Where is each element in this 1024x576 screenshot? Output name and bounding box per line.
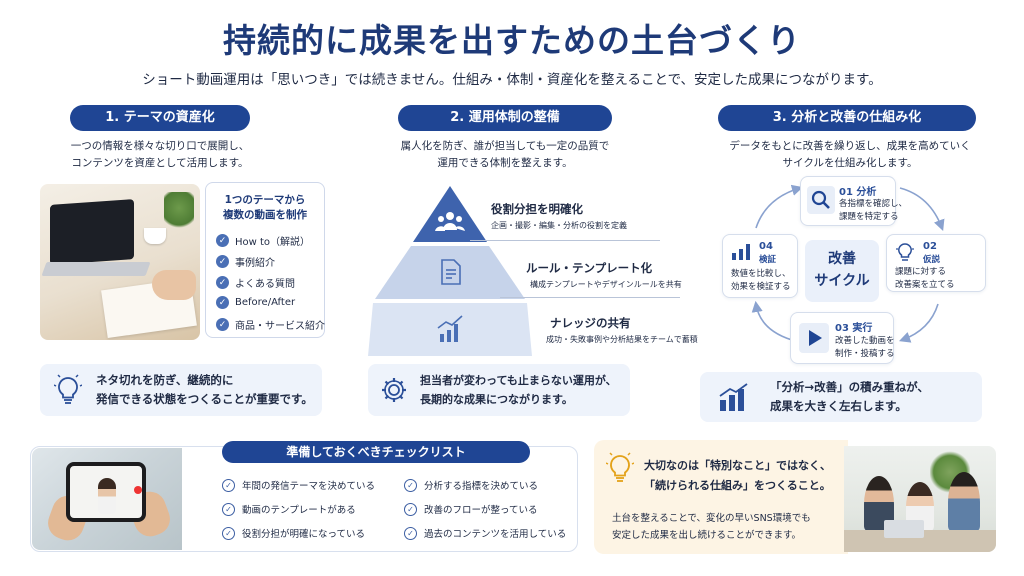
check-icon: ✓ <box>404 478 417 492</box>
theme-card-heading: 1つのテーマから複数の動画を制作 <box>223 194 307 221</box>
plant-image <box>164 192 194 232</box>
check-icon: ✓ <box>216 255 229 268</box>
check-icon: ✓ <box>404 526 417 540</box>
list-item: ✓事例紹介 <box>216 254 275 269</box>
gear-icon <box>382 378 406 402</box>
team-icon <box>435 212 465 231</box>
cycle-step-verify: 04 検証 数値を比較し、効果を検証する <box>722 234 798 298</box>
page-subtitle: ショート動画運用は「思いつき」では続きません。仕組み・体制・資産化を整えることで… <box>142 72 882 88</box>
section-heading-2: 2. 運用体制の整備 <box>398 105 612 131</box>
closing-lead: 大切なのは「特別なこと」ではなく、「続けられる仕組み」をつくること。 <box>644 459 831 492</box>
check-icon: ✓ <box>216 318 229 331</box>
check-icon: ✓ <box>222 526 235 540</box>
lightbulb-icon <box>606 452 634 482</box>
record-icon <box>134 486 142 494</box>
pyramid-label: ナレッジの共有 <box>550 316 631 330</box>
list-item: ✓過去のコンテンツを活用している <box>404 526 566 540</box>
section-desc-2: 属人化を防ぎ、誰が担当しても一定の品質で運用できる体制を整えます。 <box>400 140 610 169</box>
coffee-cup-image <box>144 228 166 244</box>
pyramid-sub: 構成テンプレートやデザインルールを共有 <box>530 280 682 289</box>
check-icon: ✓ <box>216 296 229 309</box>
pyramid-tier-middle <box>375 246 525 299</box>
list-item: ✓How to（解説） <box>216 233 310 248</box>
page-title: 持続的に成果を出すための土台づくり <box>223 21 801 60</box>
laptop-image <box>50 199 134 265</box>
theme-checklist-card: 1つのテーマから複数の動画を制作 ✓How to（解説） ✓事例紹介 ✓よくある… <box>205 182 325 338</box>
rising-bars-icon <box>719 383 748 411</box>
cycle-arrows <box>751 184 945 343</box>
check-icon: ✓ <box>222 478 235 492</box>
pyramid-label: ルール・テンプレート化 <box>526 261 653 275</box>
cycle-step-execute: 03 実行 改善した動画を制作・投稿する <box>790 312 895 364</box>
person-image <box>98 478 116 514</box>
section-heading-3: 3. 分析と改善の仕組み化 <box>718 105 976 131</box>
section-desc-3: データをもとに改善を繰り返し、成果を高めていくサイクルを仕組み化します。 <box>729 140 971 169</box>
section-note-2: 担当者が変わっても止まらない運用が、長期的な成果につながります。 <box>368 364 630 416</box>
growth-chart-icon <box>437 315 463 342</box>
cycle-center: 改善 サイクル <box>805 240 879 302</box>
idea-icon <box>896 243 914 261</box>
list-item: ✓役割分担が明確になっている <box>222 526 365 540</box>
list-item: ✓改善のフローが整っている <box>404 502 538 516</box>
divider <box>470 240 660 241</box>
cycle-step-hypothesis: 02 仮説 課題に対する改善案を立てる <box>886 234 986 292</box>
check-icon: ✓ <box>216 276 229 289</box>
team-meeting-photo <box>844 446 996 552</box>
pyramid-sub: 成功・失敗事例や分析結果をチームで蓄積 <box>546 335 698 344</box>
hand-image <box>152 270 196 300</box>
list-item: ✓よくある質問 <box>216 275 295 290</box>
closing-body: 土台を整えることで、変化の早いSNS環境でも安定した成果を出し続けることができま… <box>612 513 811 541</box>
list-item: ✓分析する指標を決めている <box>404 478 538 492</box>
check-icon: ✓ <box>222 502 235 516</box>
pyramid-sub: 企画・撮影・編集・分析の役割を定義 <box>491 221 627 230</box>
cycle-step-analyze: 01 分析 各指標を確認し、課題を特定する <box>800 176 907 226</box>
bar-chart-icon <box>732 244 750 260</box>
smartphone-recording-photo <box>32 448 182 550</box>
section-note-1: ネタ切れを防ぎ、継続的に発信できる状態をつくることが重要です。 <box>40 364 322 416</box>
desk-photo <box>40 184 200 340</box>
pyramid-label: 役割分担を明確化 <box>491 202 583 216</box>
section-heading-1: 1. テーマの資産化 <box>70 105 250 131</box>
checklist-heading: 準備しておくべきチェックリスト <box>222 441 530 463</box>
section-desc-1: 一つの情報を様々な切り口で展開し、コンテンツを資産として活用します。 <box>70 140 250 169</box>
document-icon <box>441 259 461 285</box>
role-pyramid <box>368 186 532 356</box>
list-item: ✓Before/After <box>216 296 295 309</box>
smartphone-image <box>66 462 146 522</box>
person-image <box>948 472 980 532</box>
check-icon: ✓ <box>404 502 417 516</box>
list-item: ✓動画のテンプレートがある <box>222 502 356 516</box>
laptop-image <box>884 520 924 538</box>
pyramid-tier-bottom <box>368 303 532 356</box>
laptop-base <box>41 262 151 276</box>
check-icon: ✓ <box>216 234 229 247</box>
lightbulb-icon <box>54 374 82 404</box>
list-item: ✓年間の発信テーマを決めている <box>222 478 375 492</box>
play-icon <box>799 323 829 353</box>
closing-message-box <box>594 440 848 554</box>
magnifier-icon <box>807 186 835 214</box>
table-image <box>844 530 996 552</box>
list-item: ✓商品・サービス紹介 <box>216 317 325 332</box>
section-note-3: 「分析→改善」の積み重ねが、成果を大きく左右します。 <box>700 372 982 422</box>
divider <box>500 297 680 298</box>
